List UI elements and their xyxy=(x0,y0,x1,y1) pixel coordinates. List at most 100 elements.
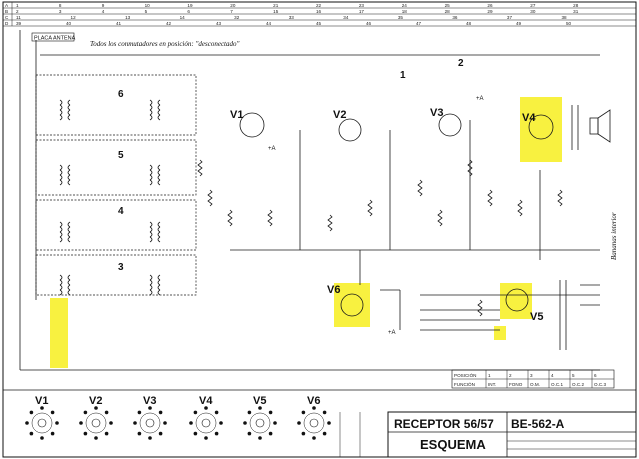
header-ref-b: 29 xyxy=(487,9,493,14)
header-ref-b: 30 xyxy=(530,9,536,14)
tube-v2: V2 xyxy=(333,109,362,142)
tube-v1: V1 xyxy=(230,109,265,138)
function-table-position-cell: 1 xyxy=(488,373,491,378)
function-table-position-cell: 4 xyxy=(551,373,554,378)
title-text: RECEPTOR 56/57 xyxy=(394,417,494,431)
header-ref-b: 7 xyxy=(230,9,233,14)
header-ref-d: 39 xyxy=(16,21,22,26)
header-ref-a: 10 xyxy=(145,3,151,8)
header-ref-a: 20 xyxy=(230,3,236,8)
header-ref-a: 22 xyxy=(316,3,322,8)
header-ref-d: 40 xyxy=(66,21,72,26)
output-transformer xyxy=(571,105,611,150)
plus-a-1: +A xyxy=(268,146,276,152)
switch-6-number: 6 xyxy=(118,89,124,100)
header-ref-a: 28 xyxy=(573,3,579,8)
header-row-a-label: A xyxy=(5,3,9,8)
header-ref-a: 26 xyxy=(487,3,493,8)
socket-v2: V2 xyxy=(79,395,113,440)
socket-v1: V1 xyxy=(25,395,59,440)
header-ref-d: 47 xyxy=(416,21,422,26)
function-table-function-cell: O.M. xyxy=(530,382,540,387)
header-ref-d: 43 xyxy=(216,21,222,26)
v4-label: V4 xyxy=(522,112,536,124)
header-ref-b: 28 xyxy=(445,9,451,14)
switch-4-number: 4 xyxy=(118,206,124,217)
header-row-b-label: B xyxy=(5,9,8,14)
socket-v6: V6 xyxy=(297,395,331,440)
header-ref-a: 24 xyxy=(402,3,408,8)
switch-3-number: 3 xyxy=(118,262,124,273)
function-table-function-cell: INT. xyxy=(488,382,496,387)
header-ref-d: 50 xyxy=(566,21,572,26)
v6-label: V6 xyxy=(327,284,340,296)
function-table-position-cell: 6 xyxy=(594,373,597,378)
tube-v5: V5 xyxy=(505,288,543,323)
header-ref-a: 1 xyxy=(16,3,19,8)
header-ref-b: 18 xyxy=(402,9,408,14)
socket-label: V6 xyxy=(307,395,320,407)
function-table-function-cell: O.C.2 xyxy=(572,382,584,387)
function-table-function-cell: FONO xyxy=(509,382,523,387)
header-ref-c: 14 xyxy=(180,15,186,20)
header-ref-b: 4 xyxy=(102,9,105,14)
header-ref-c: 36 xyxy=(452,15,458,20)
tube-v6: V6 xyxy=(327,284,364,317)
v3-label: V3 xyxy=(430,107,443,119)
header-ref-b: 2 xyxy=(16,9,19,14)
tube-v3: V3 xyxy=(430,107,462,137)
header-ref-c: 38 xyxy=(561,15,567,20)
socket-v4: V4 xyxy=(189,395,223,440)
v5-label: V5 xyxy=(530,311,543,323)
power-transformer xyxy=(559,280,600,350)
v5-highlight xyxy=(500,283,532,319)
socket-label: V4 xyxy=(199,395,213,407)
socket-label: V1 xyxy=(35,395,48,407)
header-ref-a: 23 xyxy=(359,3,365,8)
header-ref-b: 6 xyxy=(187,9,190,14)
drawing-code: BE-562-A xyxy=(511,417,565,431)
header-ref-c: 32 xyxy=(234,15,240,20)
function-table-position-cell: POSICIÓN xyxy=(454,372,476,378)
header-ref-a: 27 xyxy=(530,3,536,8)
header-ref-c: 13 xyxy=(125,15,131,20)
plus-a-3: +A xyxy=(476,96,484,102)
header-ref-d: 42 xyxy=(166,21,172,26)
socket-label: V2 xyxy=(89,395,102,407)
header-ref-b: 15 xyxy=(273,9,279,14)
header-ref-d: 44 xyxy=(266,21,272,26)
header-ref-c: 35 xyxy=(398,15,404,20)
function-table-function-cell: FUNCIÓN xyxy=(454,381,475,387)
header-row-c-label: C xyxy=(5,15,9,20)
header-ref-b: 16 xyxy=(316,9,322,14)
function-table-function-cell: O.C.3 xyxy=(594,382,606,387)
v2-label: V2 xyxy=(333,109,346,121)
side-note: Bananas interior xyxy=(610,212,618,260)
resistors xyxy=(197,159,563,317)
v6-highlight xyxy=(334,283,370,327)
antenna-coil-highlight xyxy=(50,298,68,368)
header-ref-c: 11 xyxy=(16,15,21,20)
function-table-position-cell: 3 xyxy=(530,373,533,378)
function-table-function-cell: O.C.1 xyxy=(551,382,563,387)
header-ref-c: 12 xyxy=(71,15,77,20)
header-ref-d: 48 xyxy=(466,21,472,26)
function-table-position-cell: 2 xyxy=(509,373,512,378)
header-ref-d: 49 xyxy=(516,21,522,26)
switch-position-note: Todos los conmutadores en posición: "des… xyxy=(90,40,239,48)
socket-label: V5 xyxy=(253,395,266,407)
header-ref-a: 9 xyxy=(102,3,105,8)
header-ref-c: 33 xyxy=(289,15,295,20)
switch-2-number: 2 xyxy=(458,58,464,69)
function-table-position-cell: 5 xyxy=(572,373,575,378)
header-ref-b: 5 xyxy=(145,9,148,14)
header-ref-d: 46 xyxy=(366,21,372,26)
tube-v4: V4 xyxy=(522,112,554,140)
v4-highlight xyxy=(520,97,562,162)
